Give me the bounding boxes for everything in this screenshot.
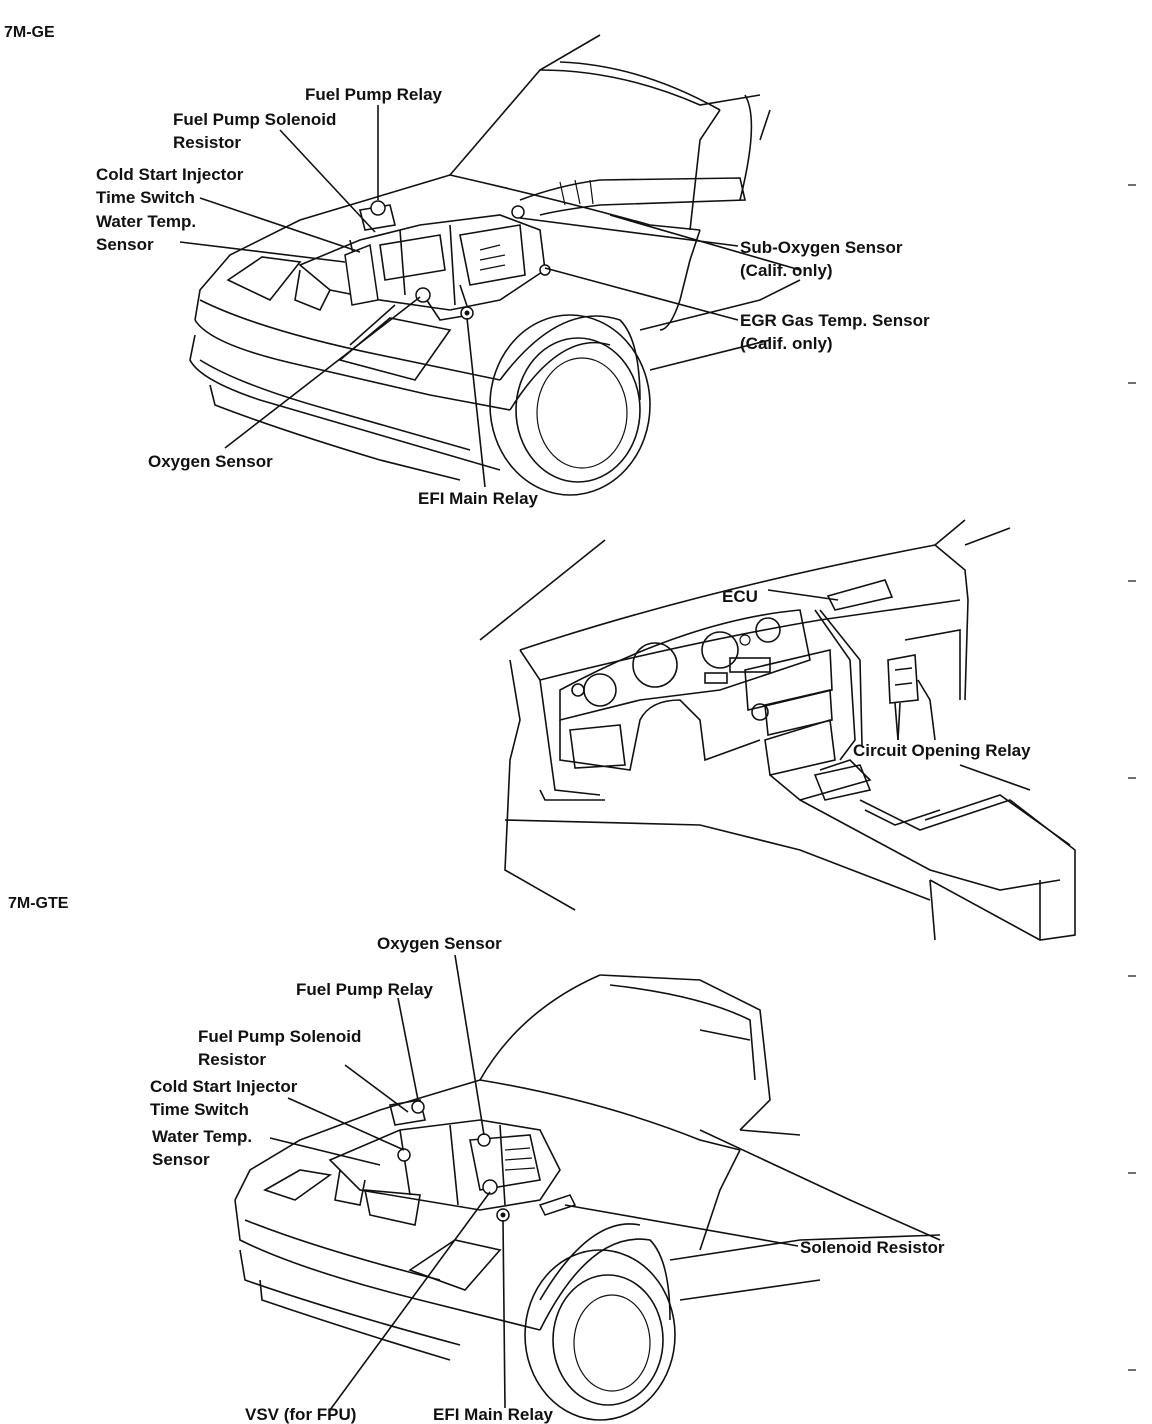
- label-gte-vsv-for-fpu: VSV (for FPU): [245, 1405, 356, 1424]
- label-ge-egr-calif: (Calif. only): [740, 334, 833, 353]
- label-ge-sub-oxygen-sensor: Sub-Oxygen Sensor: [740, 238, 903, 257]
- dashboard-drawing: [479, 519, 1076, 941]
- label-ge-time-switch: Time Switch: [96, 188, 195, 207]
- label-ge-efi-main-relay: EFI Main Relay: [418, 489, 539, 508]
- label-ge-oxygen-sensor: Oxygen Sensor: [148, 452, 273, 471]
- car-7m-gte-drawing: [234, 974, 941, 1421]
- section-title-7m-gte: 7M-GTE: [8, 895, 69, 912]
- label-ge-water-temp-sensor: Sensor: [96, 235, 154, 254]
- label-ge-fuel-pump-solenoid: Fuel Pump Solenoid: [173, 110, 336, 129]
- label-gte-efi-main-relay: EFI Main Relay: [433, 1405, 554, 1424]
- label-gte-fuel-pump-relay: Fuel Pump Relay: [296, 980, 434, 999]
- label-gte-cold-start-injector: Cold Start Injector: [150, 1077, 298, 1096]
- label-circuit-opening-relay: Circuit Opening Relay: [853, 741, 1031, 760]
- label-ge-fuel-pump-relay: Fuel Pump Relay: [305, 85, 443, 104]
- label-gte-oxygen-sensor: Oxygen Sensor: [377, 934, 502, 953]
- label-ge-cold-start-injector: Cold Start Injector: [96, 165, 244, 184]
- label-ecu: ECU: [722, 587, 758, 606]
- leader-lines-7m-ge: [179, 105, 739, 488]
- label-gte-water-temp: Water Temp.: [152, 1127, 252, 1146]
- car-7m-ge-drawing: [189, 34, 801, 496]
- leader-lines-7m-gte: [269, 954, 799, 1411]
- label-gte-water-temp-sensor: Sensor: [152, 1150, 210, 1169]
- label-ge-sub-oxygen-calif: (Calif. only): [740, 261, 833, 280]
- label-gte-fuel-pump-solenoid-resistor: Resistor: [198, 1050, 266, 1069]
- label-ge-fuel-pump-solenoid-resistor: Resistor: [173, 133, 241, 152]
- scan-edge-marks: [1128, 184, 1136, 1371]
- leader-lines-dash: [767, 589, 901, 741]
- label-gte-solenoid-resistor: Solenoid Resistor: [800, 1238, 945, 1257]
- section-title-7m-ge: 7M-GE: [4, 24, 55, 41]
- label-ge-egr-gas-temp-sensor: EGR Gas Temp. Sensor: [740, 311, 930, 330]
- label-ge-water-temp: Water Temp.: [96, 212, 196, 231]
- label-gte-time-switch: Time Switch: [150, 1100, 249, 1119]
- label-gte-fuel-pump-solenoid: Fuel Pump Solenoid: [198, 1027, 361, 1046]
